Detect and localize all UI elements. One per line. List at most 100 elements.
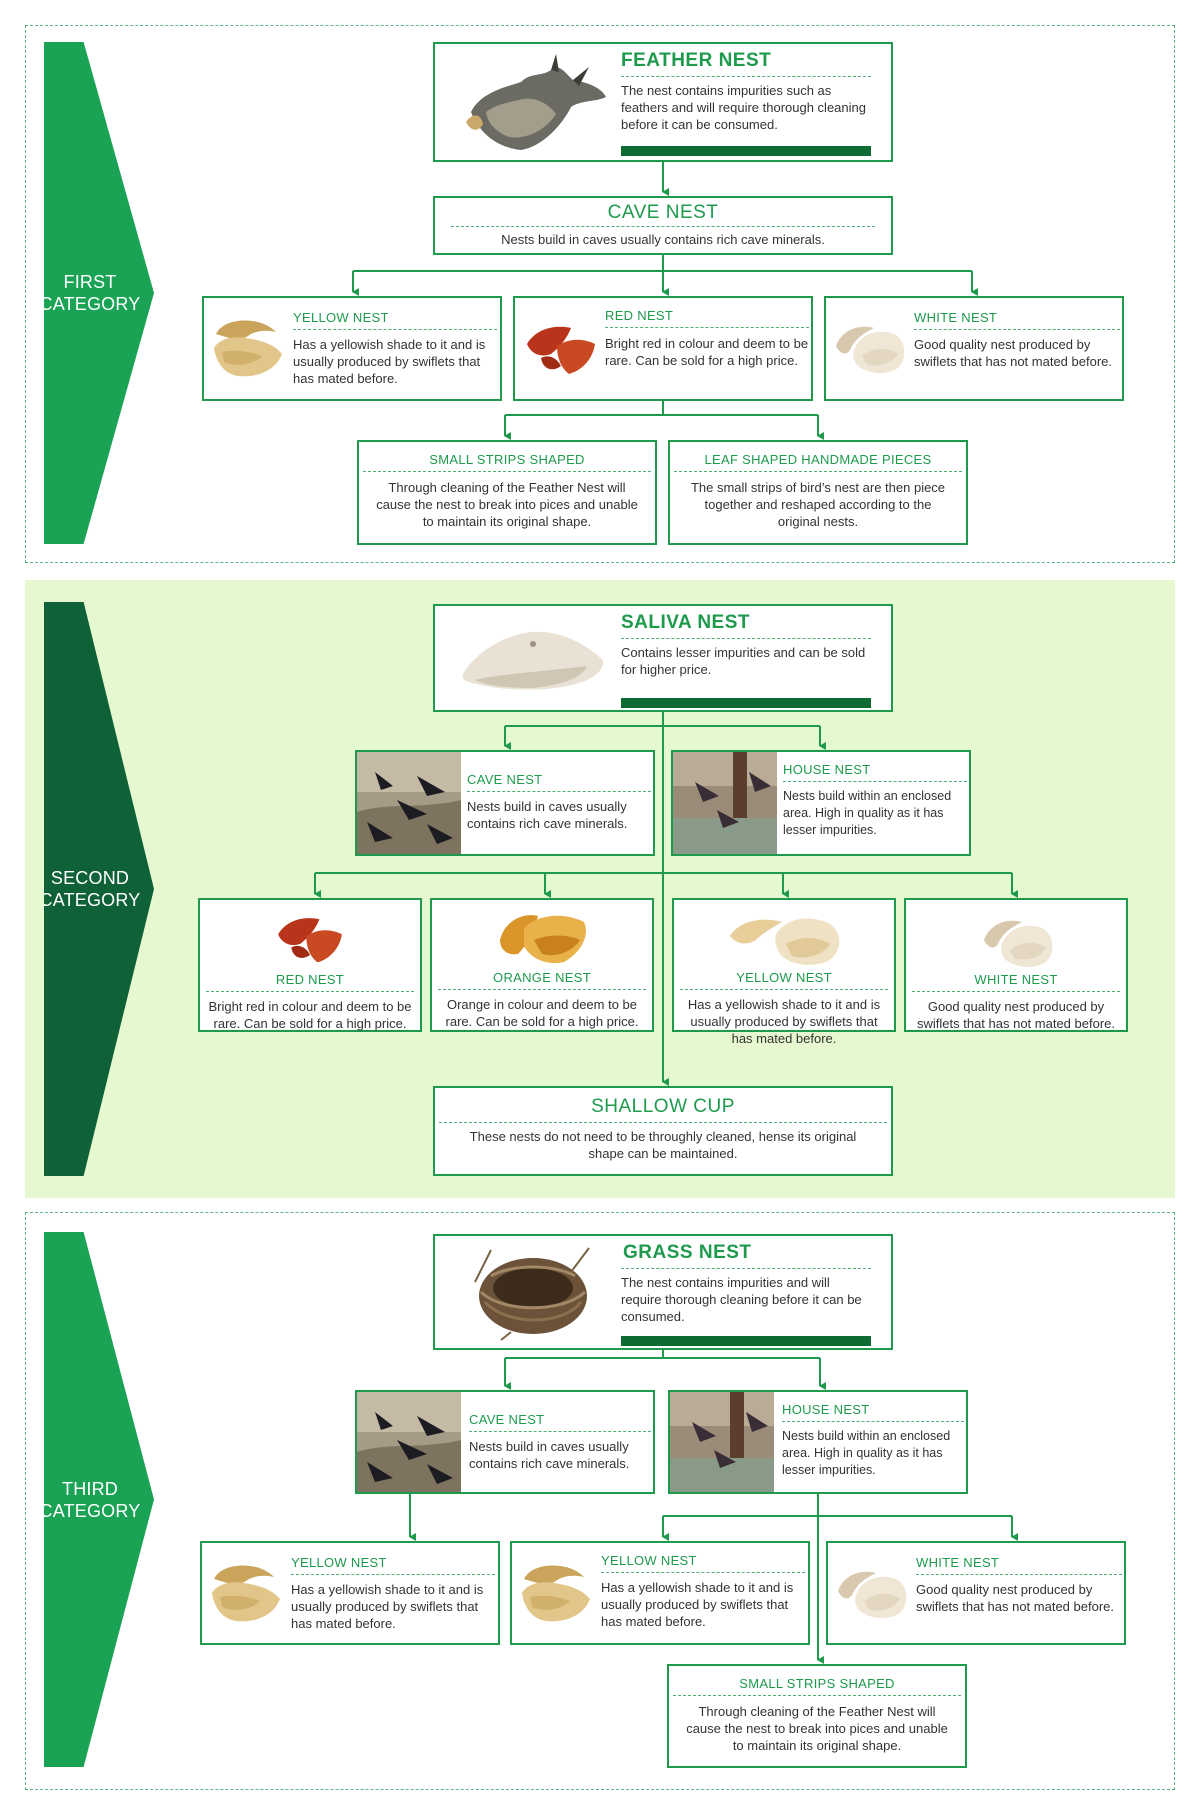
cave-nest-photo-card-3: CAVE NEST Nests build in caves usually c… [355, 1390, 655, 1494]
orange-nest-card: ORANGE NEST Orange in colour and deem to… [430, 898, 654, 1032]
cave-nest-photo-divider-3 [469, 1431, 651, 1432]
saliva-nest-bar [621, 698, 871, 708]
orange-nest-image [500, 915, 586, 964]
yellow-nest-divider-3b [601, 1572, 805, 1573]
first-category-section [25, 25, 1175, 563]
small-strips-title: SMALL STRIPS SHAPED [429, 452, 585, 467]
cave-nest-photo-description: Nests build in caves usually contains ri… [467, 799, 628, 831]
feather-nest-divider [621, 76, 871, 77]
cave-nest-photo-title: CAVE NEST [467, 772, 543, 787]
cave-nest-photo-description-3: Nests build in caves usually contains ri… [469, 1439, 630, 1471]
leaf-shaped-title: LEAF SHAPED HANDMADE PIECES [704, 452, 932, 467]
house-nest-photo-card: HOUSE NEST Nests build within an enclose… [671, 750, 971, 856]
third-category-section [25, 1212, 1175, 1790]
yellow-nest-card-3b: YELLOW NEST Has a yellowish shade to it … [510, 1541, 810, 1645]
yellow-nest-title-3a: YELLOW NEST [291, 1555, 387, 1570]
leaf-shaped-card: LEAF SHAPED HANDMADE PIECES The small st… [668, 440, 968, 545]
saliva-nest-divider [621, 638, 871, 639]
house-nest-photo-title-3: HOUSE NEST [782, 1402, 870, 1417]
white-nest-divider [914, 329, 1120, 330]
yellow-nest-image-2 [730, 918, 840, 965]
small-strips-divider-3 [673, 1695, 961, 1696]
small-strips-card: SMALL STRIPS SHAPED Through cleaning of … [357, 440, 657, 545]
house-swiftlets-photo-3 [670, 1392, 774, 1492]
white-nest-image [836, 326, 905, 374]
house-swiftlets-photo [673, 752, 777, 854]
yellow-nest-description: Has a yellowish shade to it and is usual… [293, 337, 486, 386]
shallow-cup-title: SHALLOW CUP [591, 1096, 735, 1117]
yellow-nest-card: YELLOW NEST Has a yellowish shade to it … [202, 296, 502, 401]
second-category-label: SECOND CATEGORY [39, 868, 141, 910]
red-nest-description-2: Bright red in colour and deem to be rare… [208, 999, 412, 1031]
cave-swiftlets-photo [357, 752, 461, 854]
shallow-cup-card: SHALLOW CUP These nests do not need to b… [433, 1086, 893, 1176]
leaf-shaped-description: The small strips of bird’s nest are then… [690, 480, 946, 529]
red-nest-divider [605, 327, 809, 328]
grass-nest-description: The nest contains impurities and will re… [621, 1275, 862, 1324]
yellow-nest-description-2: Has a yellowish shade to it and is usual… [687, 997, 881, 1046]
first-category-label: FIRST CATEGORY [39, 272, 141, 314]
house-nest-photo-card-3: HOUSE NEST Nests build within an enclose… [668, 1390, 968, 1494]
white-nest-divider-3 [916, 1574, 1122, 1575]
white-nest-image-2 [984, 920, 1053, 968]
cave-nest-divider [451, 226, 875, 227]
white-nest-title-3: WHITE NEST [916, 1555, 1000, 1570]
white-nest-title-2: WHITE NEST [974, 972, 1058, 987]
red-nest-divider-2 [206, 991, 414, 992]
cave-nest-card: CAVE NEST Nests build in caves usually c… [433, 196, 893, 255]
saliva-nest-description: Contains lesser impurities and can be so… [621, 645, 866, 677]
yellow-nest-image-3b [522, 1565, 590, 1622]
yellow-nest-divider-2 [680, 989, 888, 990]
small-strips-description-3: Through cleaning of the Feather Nest wil… [686, 1704, 948, 1753]
third-category-label: THIRD CATEGORY [39, 1478, 141, 1521]
yellow-nest-title-3b: YELLOW NEST [601, 1553, 697, 1568]
red-nest-card: RED NEST Bright red in colour and deem t… [513, 296, 813, 401]
white-nest-image-3 [838, 1571, 907, 1619]
house-nest-photo-description: Nests build within an enclosed area. Hig… [783, 789, 952, 837]
red-nest-image-2 [278, 918, 342, 963]
grass-nest-title: GRASS NEST [623, 1242, 752, 1263]
grass-nest-card: GRASS NEST The nest contains impurities … [433, 1234, 893, 1350]
yellow-nest-card-2: YELLOW NEST Has a yellowish shade to it … [672, 898, 896, 1046]
yellow-nest-description-3b: Has a yellowish shade to it and is usual… [601, 1580, 794, 1629]
saliva-nest-card: SALIVA NEST Contains lesser impurities a… [433, 604, 893, 712]
orange-nest-title: ORANGE NEST [493, 970, 591, 985]
small-strips-divider [363, 471, 651, 472]
white-nest-divider-2 [912, 991, 1120, 992]
feather-nest-title: FEATHER NEST [621, 50, 772, 71]
cave-swiftlets-photo-3 [357, 1392, 461, 1492]
white-nest-description-2: Good quality nest produced by swiflets t… [917, 999, 1115, 1031]
saliva-nest-title: SALIVA NEST [621, 612, 751, 633]
white-nest-card-3: WHITE NEST Good quality nest produced by… [826, 1541, 1126, 1645]
grass-nest-bar [621, 1336, 871, 1346]
yellow-nest-description-3a: Has a yellowish shade to it and is usual… [291, 1582, 484, 1631]
yellow-nest-title: YELLOW NEST [293, 310, 389, 325]
red-nest-title-2: RED NEST [275, 972, 345, 987]
orange-nest-divider [438, 989, 646, 990]
yellow-nest-card-3a: YELLOW NEST Has a yellowish shade to it … [200, 1541, 500, 1645]
small-strips-card-3: SMALL STRIPS SHAPED Through cleaning of … [667, 1664, 967, 1768]
red-nest-image [527, 326, 595, 374]
small-strips-title-3: SMALL STRIPS SHAPED [739, 1676, 895, 1691]
cave-nest-description: Nests build in caves usually contains ri… [501, 232, 825, 247]
shallow-cup-description: These nests do not need to be throughly … [469, 1129, 857, 1161]
white-nest-description-3: Good quality nest produced by swiflets t… [916, 1582, 1114, 1614]
white-nest-card: WHITE NEST Good quality nest produced by… [824, 296, 1124, 401]
leaf-shaped-divider [674, 471, 962, 472]
house-nest-photo-divider [783, 781, 967, 782]
white-nest-description: Good quality nest produced by swiflets t… [914, 337, 1112, 369]
white-nest-title: WHITE NEST [914, 310, 998, 325]
red-nest-title: RED NEST [605, 308, 674, 323]
cave-nest-photo-divider [467, 791, 651, 792]
feather-nest-bar [621, 146, 871, 156]
cave-nest-photo-card: CAVE NEST Nests build in caves usually c… [355, 750, 655, 856]
red-nest-description: Bright red in colour and deem to be rare… [605, 336, 809, 368]
shallow-cup-divider [439, 1122, 887, 1123]
grass-nest-divider [621, 1268, 871, 1269]
house-nest-photo-description-3: Nests build within an enclosed area. Hig… [782, 1429, 951, 1477]
house-nest-photo-title: HOUSE NEST [783, 762, 871, 777]
yellow-nest-divider-3a [291, 1574, 495, 1575]
feather-nest-card: FEATHER NEST The nest contains impuritie… [433, 42, 893, 162]
white-nest-card-2: WHITE NEST Good quality nest produced by… [904, 898, 1128, 1032]
yellow-nest-image [214, 320, 282, 377]
